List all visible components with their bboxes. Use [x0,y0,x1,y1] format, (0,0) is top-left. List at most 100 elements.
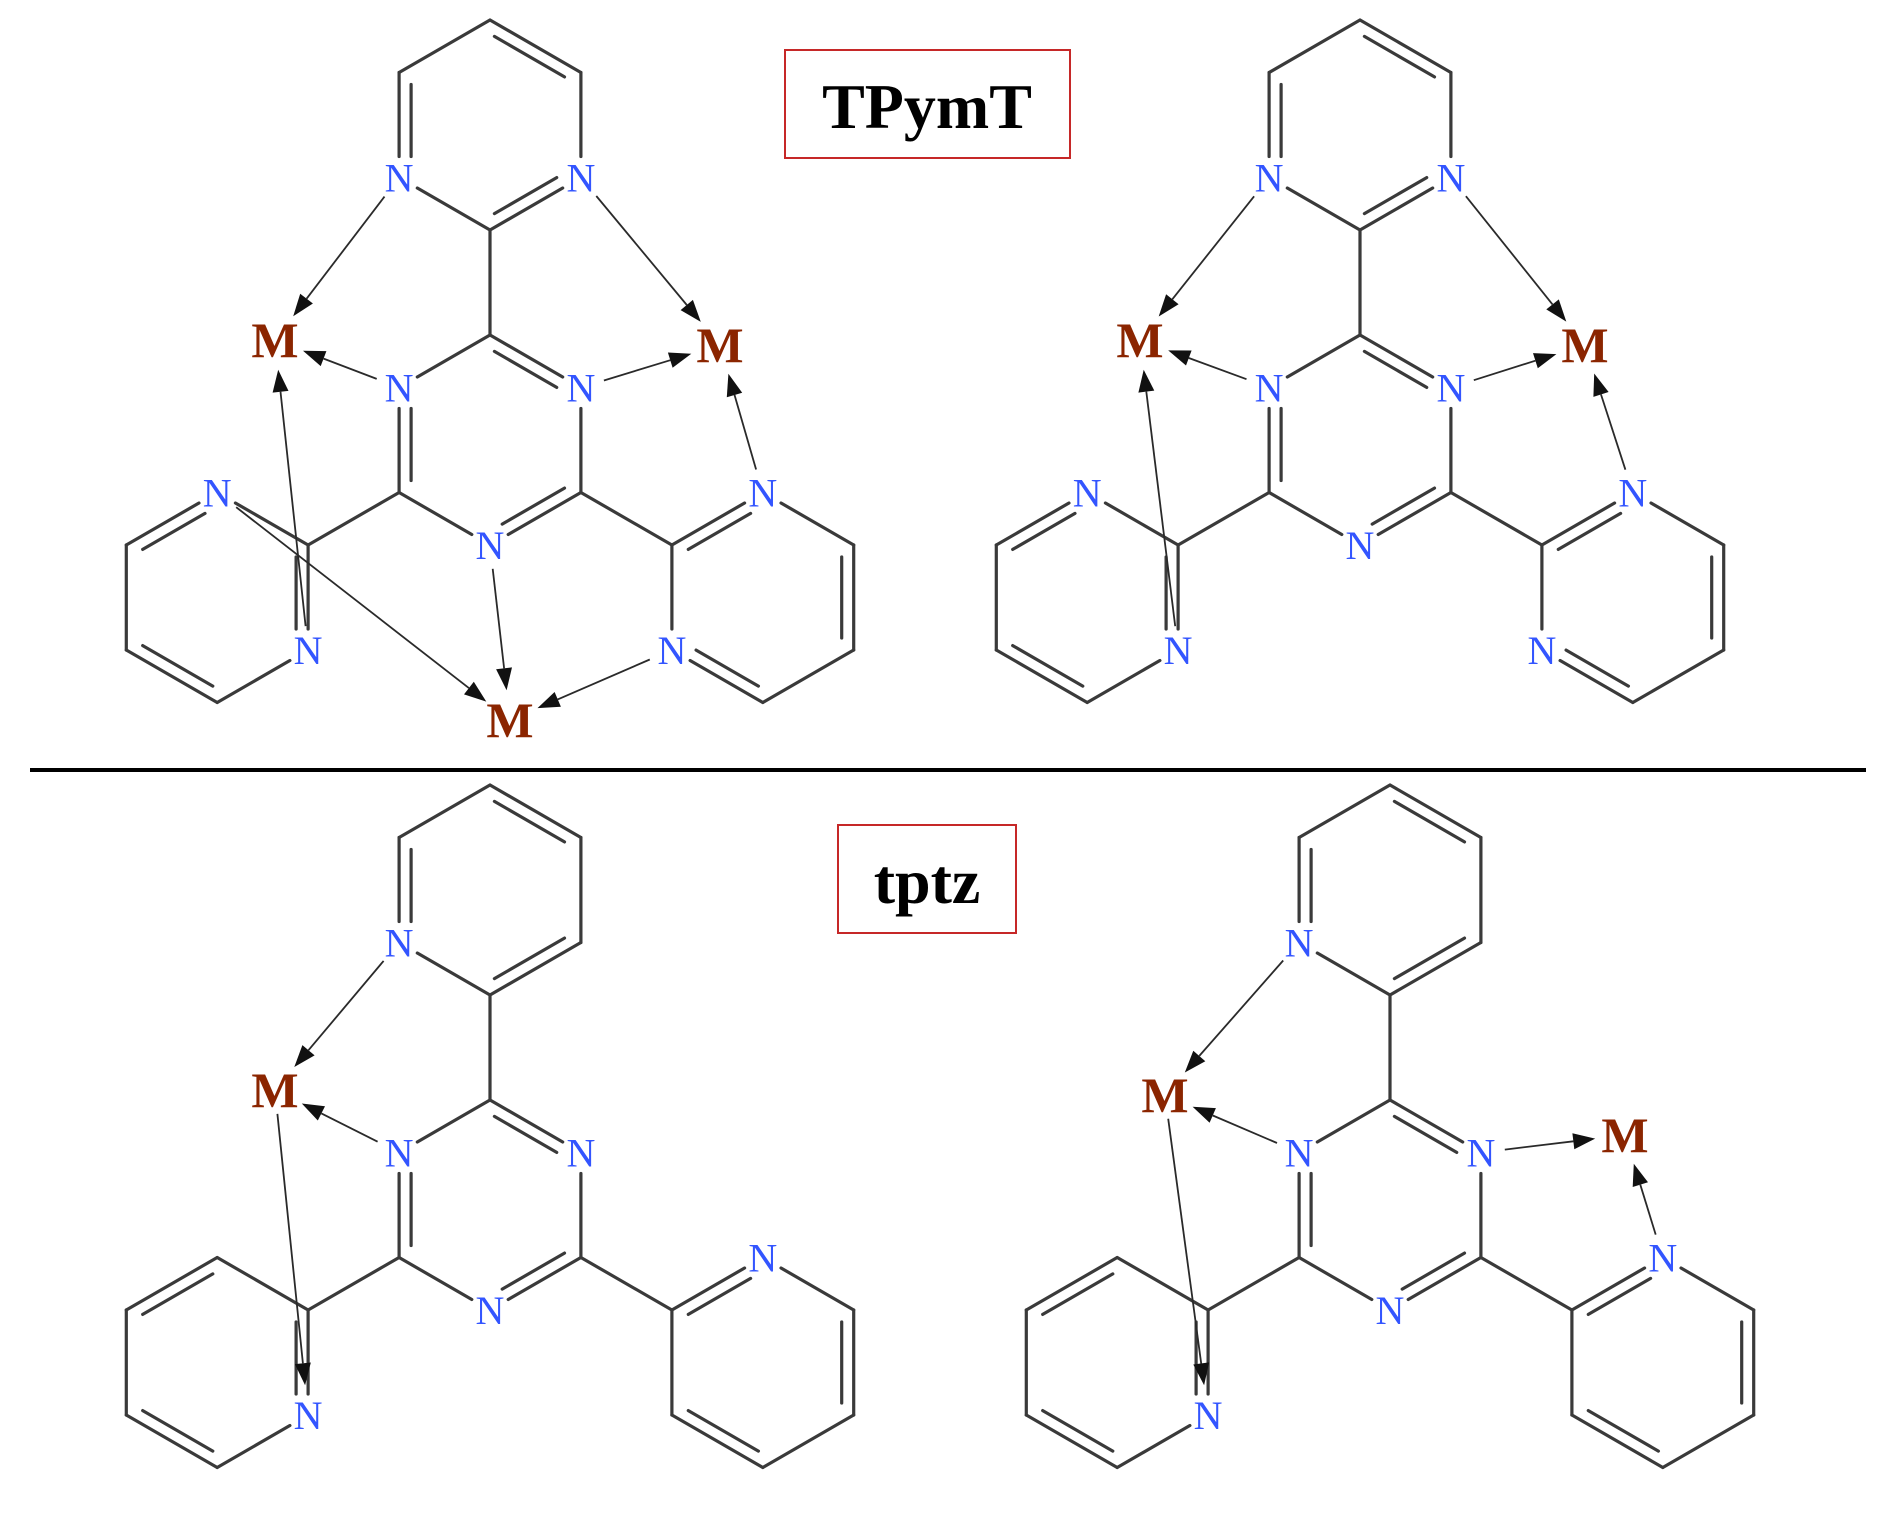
nitrogen-atom: N [1164,628,1193,673]
tpymt-a-triazine-double-bond [492,349,559,389]
coordination-bond [305,196,386,300]
tpymt-b-right-ring-double-bond [1556,511,1623,552]
metal-atom: M [486,692,533,748]
coordination-bond [1639,1184,1657,1235]
tptz-a-left-ring-bond [215,1255,310,1312]
tpymt-a-top-ring-bond [415,186,492,232]
nitrogen-atom: N [1527,628,1556,673]
tptz-a-triazine-bond [488,1098,565,1144]
tpymt-label-box [784,49,1071,159]
coordination-bond [1465,195,1554,305]
tptz-b-right-ring-double-bond [1586,1408,1661,1453]
coordination-bond [1504,1140,1574,1151]
tpymt-a-left-ring-bond [124,648,219,705]
tptz-b-right-ring-bond [1679,1266,1756,1312]
metal-atom: M [251,312,298,368]
coordination-bond [595,195,688,306]
nitrogen-atom: N [203,471,232,516]
coordination-bond [1473,359,1536,382]
nitrogen-atom: N [1255,366,1284,411]
tptz-b-right-ring-bond [1661,1413,1756,1470]
tpymt-b-left-ring-double-bond [1011,511,1077,552]
tptz-a-top-ring-bond [415,951,492,997]
tptz-label: tptz [874,846,981,917]
tptz-b-right-ring-double-bond [1586,1276,1653,1317]
coordination-arrowhead [667,352,692,368]
tptz-a-left-ring-bond [215,1423,292,1470]
tpymt-b-triazine-bond [1358,333,1435,379]
tptz-a-left-ring-bond [124,1255,219,1312]
coordination-arrowhead [294,1045,315,1067]
tptz-b-top-ring-bond [1388,783,1483,840]
tpymt-a-top-ring-double-bond [492,34,567,79]
nitrogen-atom: N [657,628,686,673]
coordination-bond [320,1112,379,1143]
tptz-a-triazine-double-bond [500,1251,567,1291]
coordination-bond [307,960,385,1051]
tpymt-b-right-ring-bond [1540,501,1617,547]
metal-atom: M [1141,1067,1188,1123]
tptz-b-triazine-bond [1388,1098,1465,1144]
tpymt-b-left-ring-double-bond [1011,643,1085,688]
nitrogen-atom: N [1255,156,1284,201]
tptz-b-triazine-double-bond [1392,1114,1459,1155]
coordination-bond [1600,394,1627,470]
coordination-bond [1212,1114,1278,1144]
nitrogen-atom: N [385,366,414,411]
tptz-b-link-bond [1206,1255,1301,1312]
nitrogen-atom: N [1073,471,1102,516]
tptz-b-right-ring-bond [1570,1266,1647,1312]
nitrogen-atom: N [294,1393,323,1438]
coordination-arrowhead [1546,299,1567,322]
bond-layer [124,18,1756,1470]
tpymt-a-top-ring-double-bond [492,176,559,216]
nitrogen-atom: N [294,628,323,673]
tptz-a-triazine-bond [506,1255,583,1302]
tpymt-a-right-ring-bond [779,501,856,547]
tpymt-a-left-ring-double-bond [141,511,207,552]
coordination-bond [235,506,470,689]
coordination-bond [557,658,651,701]
coordination-arrowhead [294,1362,311,1386]
coordination-arrowhead [1192,1106,1216,1123]
tptz-b-triazine-bond [1297,1255,1374,1302]
coordination-arrowhead [272,369,289,393]
nitrogen-atom: N [1285,1131,1314,1176]
tpymt-a-right-ring-double-bond [686,511,753,552]
coordination-arrowhead [537,692,561,709]
coordination-bond [1188,357,1247,381]
coordination-bond [276,1113,304,1364]
coordination-bond [323,357,378,380]
nitrogen-atom: N [385,1131,414,1176]
nitrogen-atom: N [1466,1131,1495,1176]
coordination-bond [733,394,757,470]
tpymt-b-left-ring-bond [994,648,1089,705]
tptz-a-right-ring-double-bond [686,1276,753,1317]
nitrogen-atom: N [1618,471,1647,516]
nitrogen-atom: N [748,1236,777,1281]
tpymt-a-right-ring-bond [670,501,747,547]
tpymt-a-left-ring-bond [215,658,292,705]
coordination-arrowhead [301,1103,325,1121]
tpymt-b-right-ring-double-bond [1564,648,1631,688]
nitrogen-atom: N [1436,366,1465,411]
coordination-bond [1198,959,1284,1057]
coordination-arrowhead [1193,1362,1210,1386]
tpymt-a-right-ring-bond [761,648,856,705]
nitrogen-atom: N [1194,1393,1223,1438]
nitrogen-atom: N [566,366,595,411]
nitrogen-atom: N [1346,523,1375,568]
tptz-b-triazine-bond [1406,1255,1483,1302]
tpymt-b-triazine-double-bond [1362,349,1429,389]
coordination-bond [279,391,307,627]
tpymt-a-triazine-bond [506,490,583,537]
tpymt-b-left-ring-bond [1085,658,1162,705]
nitrogen-atom: N [566,1131,595,1176]
tptz-b-link-bond [1479,1255,1574,1312]
tptz-b-left-ring-bond [1024,1413,1119,1470]
metal-atom: M [1116,312,1163,368]
tpymt-a-right-ring-double-bond [694,648,761,688]
tpymt-a-triazine-bond [488,333,565,379]
tpymt-b-right-ring-bond [1649,501,1726,547]
